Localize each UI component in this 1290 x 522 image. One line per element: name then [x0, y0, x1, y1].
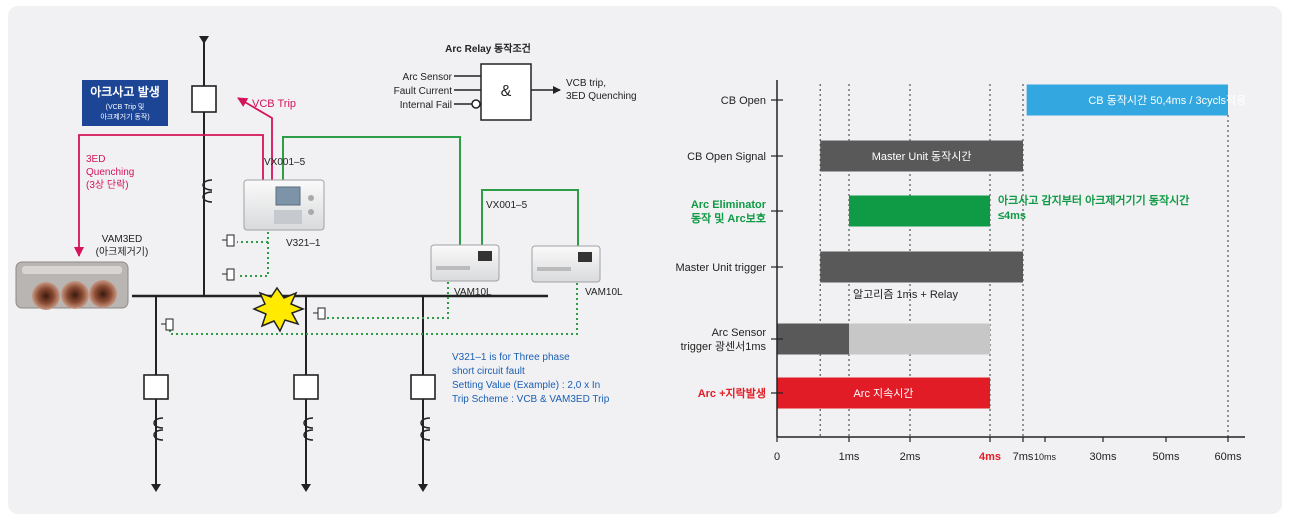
vx001-label-right: VX001–5 [486, 200, 528, 211]
row-label: Arc Eliminator [691, 199, 767, 211]
row-label: CB Open Signal [687, 151, 766, 163]
feeder-arrow-icon [301, 484, 311, 492]
vam3ed-label-2: (아크제거기) [96, 246, 149, 258]
x-tick-label: 30ms [1090, 451, 1117, 463]
vx001-master-unit [243, 179, 325, 231]
x-tick-label: 2ms [900, 451, 921, 463]
vcb-trip-arrow [237, 97, 273, 205]
x-tick-label: 7ms [1013, 451, 1034, 463]
row-label: Arc Sensor [712, 327, 767, 339]
ct-coil-icon [420, 417, 431, 441]
logic-title: Arc Relay 동작조건 [445, 42, 531, 55]
vam10l-label-1: VAM10L [454, 287, 492, 298]
quench-label-1: 3ED [86, 154, 105, 165]
single-line-diagram: 아크사고 발생 (VCB Trip 및 아크제거기 동작) VCB Trip 3… [15, 36, 637, 492]
green-comm-line-1 [282, 136, 461, 245]
logic-output-2: 3ED Quenching [566, 91, 637, 102]
eliminator-annotation-1: 아크사고 감지부터 아크제거기기 동작시간 [998, 193, 1189, 207]
outgoing-feeder-3 [410, 296, 436, 492]
feeder-breaker-2 [293, 374, 319, 400]
quench-label-3: (3상 단락) [86, 179, 129, 191]
logic-output-1: VCB trip, [566, 78, 606, 89]
note-line-3: Setting Value (Example) : 2,0 x In [452, 380, 600, 391]
algorithm-annotation: 알고리즘 1ms + Relay [853, 287, 958, 301]
feeder-breaker-3 [410, 374, 436, 400]
inverter-bubble-icon [471, 99, 481, 109]
green-comm-line-2 [481, 189, 579, 246]
quenching-arrow [74, 134, 264, 257]
logic-input-1: Arc Sensor [403, 72, 453, 83]
note-line-2: short circuit fault [452, 366, 525, 377]
row-label: CB Open [721, 95, 766, 107]
ct-coil-icon [303, 417, 314, 441]
note-line-1: V321–1 is for Three phase [452, 352, 570, 363]
timing-bar [849, 195, 990, 227]
and-gate-box [480, 63, 532, 121]
timing-bar [1026, 84, 1228, 116]
vam10l-label-2: VAM10L [585, 287, 623, 298]
x-tick-label: 10ms [1034, 452, 1057, 462]
vx001-label-top: VX001–5 [264, 157, 306, 168]
vam10l-unit-1 [430, 244, 500, 282]
logic-input-2: Fault Current [394, 86, 453, 97]
timing-bar [820, 251, 1023, 283]
x-tick-label: 50ms [1153, 451, 1180, 463]
sensor-dotted-lines [169, 232, 578, 335]
logic-input-3: Internal Fail [400, 100, 452, 111]
quench-label-2: Quenching [86, 167, 134, 178]
arc-sensor-icon [222, 234, 235, 247]
x-tick-label: 60ms [1215, 451, 1242, 463]
arc-event-box [82, 80, 168, 126]
vam3ed-label-1: VAM3ED [102, 234, 142, 245]
timing-bars: CB 동작시간 50,4ms / 3cycls적용 Master Unit 동작시… [777, 84, 1246, 409]
x-tick-label: 0 [774, 451, 780, 463]
eliminator-annotation-2: ≤4ms [998, 210, 1026, 222]
feeder-arrow-icon [151, 484, 161, 492]
arc-event-sub-2: 아크제거기 동작) [100, 112, 149, 121]
timing-bar-label: CB 동작시간 50,4ms / 3cycls적용 [1088, 94, 1246, 107]
timing-bar [849, 323, 990, 355]
arc-sensor-icon [313, 307, 326, 320]
row-label: Arc +지락발생 [698, 386, 766, 400]
timing-bar [777, 377, 990, 409]
timing-bar [777, 323, 849, 355]
arc-event-title: 아크사고 발생 [90, 84, 160, 99]
ct-coil-icon [153, 417, 164, 441]
feeder-arrow-icon [418, 484, 428, 492]
arc-sensor-icon [222, 268, 235, 281]
timing-chart: CB 동작시간 50,4ms / 3cycls적용 Master Unit 동작시… [676, 80, 1246, 463]
vam3ed-device [15, 261, 129, 310]
arc-flash-icon [252, 286, 306, 333]
x-tick-label: 1ms [839, 451, 860, 463]
v321-label: V321–1 [286, 238, 321, 249]
arc-event-sub-1: (VCB Trip 및 [106, 103, 145, 111]
vcb-breaker-main [191, 85, 217, 113]
note-line-4: Trip Scheme : VCB & VAM3ED Trip [452, 394, 610, 405]
row-label: 동작 및 Arc보호 [691, 211, 766, 225]
ct-coil-icon [202, 179, 213, 203]
and-gate-symbol: & [501, 83, 512, 100]
timing-bar-label: Master Unit 동작시간 [872, 150, 972, 163]
arc-sensor-icon [161, 318, 174, 331]
timing-bar [820, 140, 1023, 172]
outgoing-feeder-2 [293, 296, 319, 492]
feeder-breaker-1 [143, 374, 169, 400]
vcb-trip-label: VCB Trip [252, 98, 296, 110]
timing-bar-label: Arc 지속시간 [853, 387, 913, 400]
vam10l-unit-2 [531, 245, 601, 283]
row-label: Master Unit trigger [676, 262, 767, 274]
x-tick-label: 4ms [979, 451, 1001, 463]
row-label: trigger 광센서1ms [681, 340, 767, 353]
outgoing-feeder-1 [143, 296, 169, 492]
